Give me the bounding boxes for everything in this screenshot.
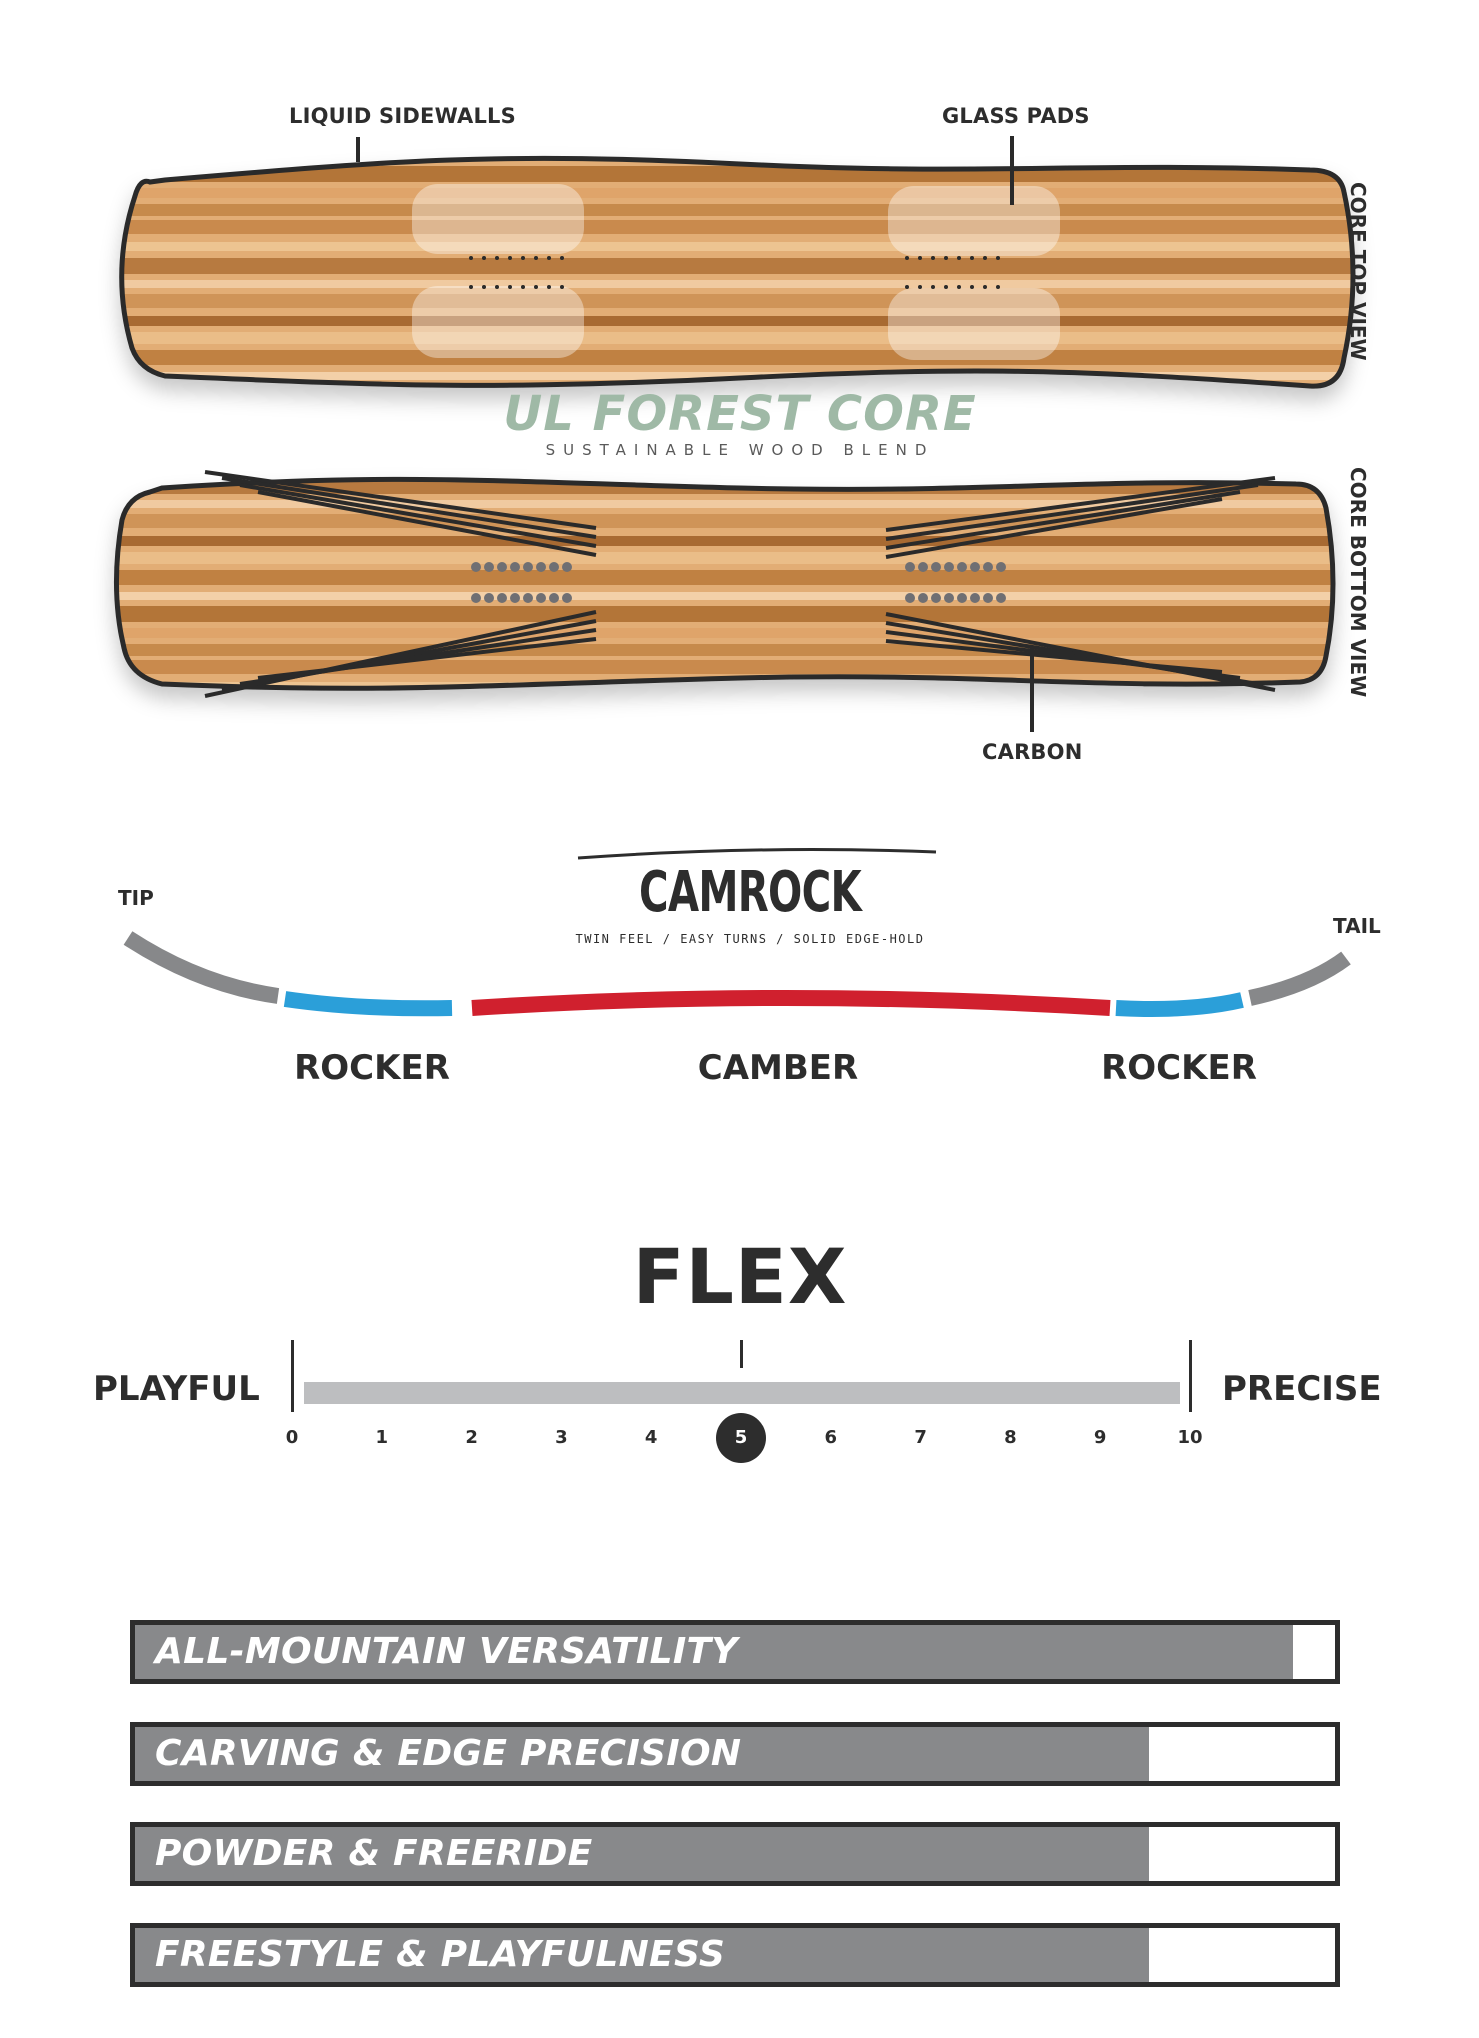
rating-fill [135, 1928, 1149, 1982]
carbon-stringers [204, 470, 1276, 698]
flex-tick-0: 0 [285, 1427, 299, 1448]
rating-bar: ALL-MOUNTAIN VERSATILITY [130, 1620, 1340, 1684]
tail-segment [1248, 951, 1351, 1006]
core-bottom-view-label: CORE BOTTOM VIEW [1346, 467, 1370, 698]
rating-label: ALL-MOUNTAIN VERSATILITY [155, 1631, 738, 1672]
flex-tick-9: 9 [1093, 1427, 1107, 1448]
core-top-view-label: CORE TOP VIEW [1346, 182, 1370, 361]
callout-glass-pads: GLASS PADS [942, 104, 1090, 128]
flex-tick-6: 6 [824, 1427, 838, 1448]
flex-tick-4: 4 [644, 1427, 658, 1448]
flex-value-marker [739, 1340, 743, 1368]
rating-bar: FREESTYLE & PLAYFULNESS [130, 1923, 1340, 1987]
tail-label: TAIL [1333, 914, 1381, 938]
profile-illustration [123, 848, 1351, 1017]
profile-name: CAMROCK [638, 860, 862, 925]
flex-tick-7: 7 [914, 1427, 927, 1448]
rating-label: FREESTYLE & PLAYFULNESS [155, 1934, 726, 1975]
flex-tick-3: 3 [555, 1427, 568, 1448]
top-inserts [469, 256, 1000, 289]
core-illustration [114, 136, 1356, 732]
rocker-right-segment [1115, 992, 1244, 1017]
core-subtitle: SUSTAINABLE WOOD BLEND [545, 441, 935, 459]
flex-scale-left-cap [291, 1340, 294, 1412]
rating-bar: CARVING & EDGE PRECISION [130, 1722, 1340, 1786]
rating-fill [135, 1827, 1149, 1881]
glass-pads [412, 184, 1060, 360]
tip-label: TIP [118, 886, 154, 910]
flex-right-label: PRECISE [1222, 1369, 1382, 1409]
flex-tick-8: 8 [1004, 1427, 1017, 1448]
rocker-left-label: ROCKER [294, 1048, 450, 1088]
core-top-board [119, 155, 1356, 389]
rocker-right-label: ROCKER [1101, 1048, 1257, 1088]
rating-label: POWDER & FREERIDE [155, 1833, 593, 1874]
flex-title: FLEX [632, 1232, 848, 1321]
flex-tick-10: 10 [1177, 1427, 1203, 1448]
rating-fill [135, 1727, 1149, 1781]
flex-tick-2: 2 [465, 1427, 478, 1448]
flex-left-label: PLAYFUL [93, 1369, 260, 1409]
rating-bar: POWDER & FREERIDE [130, 1822, 1340, 1886]
rocker-left-segment [283, 991, 453, 1017]
bottom-inserts [471, 562, 1006, 603]
callout-carbon: CARBON [982, 740, 1083, 764]
flex-scale-bar [304, 1382, 1180, 1404]
flex-tick-1: 1 [375, 1427, 389, 1448]
flex-tick-5: 5 [716, 1413, 766, 1463]
rating-label: CARVING & EDGE PRECISION [155, 1733, 742, 1774]
profile-swoosh [577, 848, 937, 860]
core-name: UL FOREST CORE [503, 386, 977, 442]
flex-scale-right-cap [1189, 1340, 1192, 1412]
callout-liquid-sidewalls: LIQUID SIDEWALLS [289, 104, 516, 128]
rating-fill [135, 1625, 1293, 1679]
camber-segment [471, 990, 1111, 1016]
profile-tagline: TWIN FEEL / EASY TURNS / SOLID EDGE-HOLD [575, 932, 925, 946]
camber-label: CAMBER [697, 1048, 859, 1088]
tip-segment [123, 931, 280, 1004]
